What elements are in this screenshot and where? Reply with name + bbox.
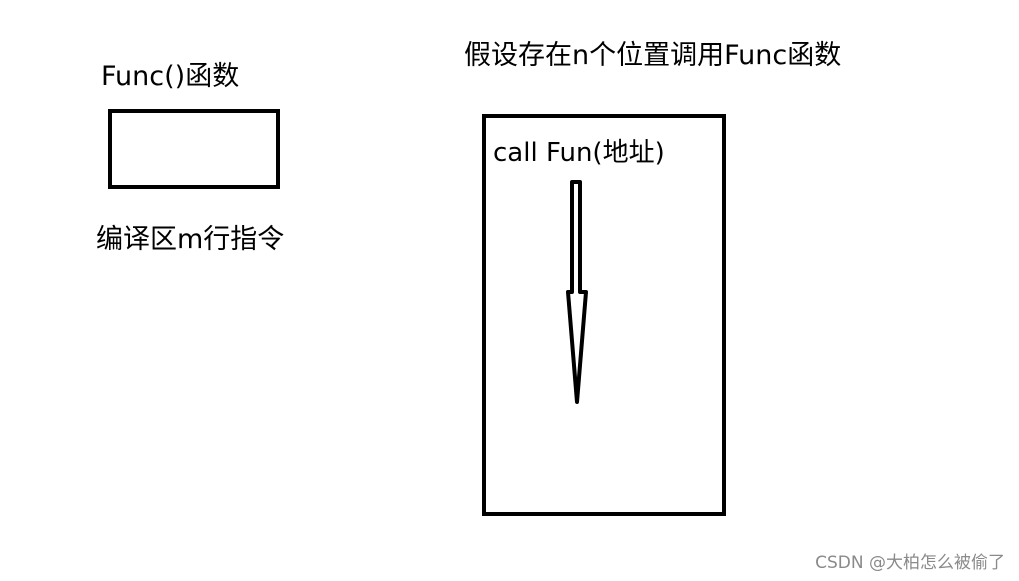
func-label: Func()函数 — [101, 61, 240, 92]
down-arrow — [566, 180, 588, 404]
call-instruction-text: call Fun(地址) — [493, 138, 665, 168]
call-sites-label: 假设存在n个位置调用Func函数 — [464, 40, 842, 71]
func-box — [108, 109, 280, 189]
caller-block — [482, 114, 726, 516]
watermark: CSDN @大柏怎么被偷了 — [815, 553, 1005, 573]
compile-area-label: 编译区m行指令 — [96, 224, 285, 255]
